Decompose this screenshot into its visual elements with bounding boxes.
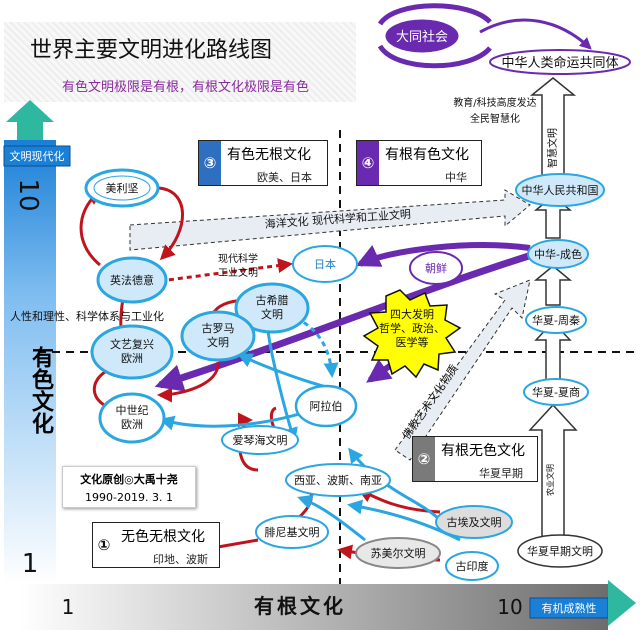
quadrant-3-number: ③ — [199, 141, 221, 185]
node-datong: 大同社会 — [396, 29, 448, 45]
page-subtitle: 有色文明极限是有根，有根文化极限是有色 — [62, 80, 310, 95]
quadrant-2-number: ② — [413, 437, 435, 481]
page-title: 世界主要文明进化路线图 — [30, 38, 273, 63]
node-india: 古印度 — [456, 559, 489, 573]
quadrant-3-examples: 欧美、日本 — [257, 171, 312, 184]
quadrant-2-box: ② 有根无色文化 华夏早期 — [412, 436, 538, 482]
node-medieval-line1: 中世纪 — [116, 404, 149, 417]
node-aegean: 爱琴海文明 — [233, 433, 288, 447]
buddhism-arrow — [394, 279, 531, 461]
four-inventions-line2: 哲学、政治、 — [379, 321, 445, 335]
node-huaxia-zhouqin: 华夏-周秦 — [532, 313, 580, 327]
node-prc: 中华人民共和国 — [522, 183, 599, 197]
zhonghua-to-japan-arrow — [355, 242, 531, 267]
y-axis-label: 有色文化 — [28, 346, 54, 434]
ocean-culture-arrow — [129, 189, 531, 251]
node-america: 美利坚 — [106, 182, 139, 195]
y-max-label: 10 — [13, 178, 43, 211]
datong-orbit — [377, 3, 592, 69]
node-huaxia-early: 华夏早期文明 — [527, 544, 593, 558]
node-shapes — [84, 16, 631, 581]
agri-label: 农业文明 — [545, 464, 555, 496]
x-axis-label: 有根文化 — [254, 594, 346, 618]
node-renaissance-line2: 欧洲 — [121, 352, 143, 365]
quadrant-4-number: ④ — [357, 141, 379, 185]
y-axis — [3, 100, 71, 584]
node-japan: 日本 — [314, 257, 336, 271]
node-england-france-germany: 英法德意 — [110, 273, 154, 287]
industry-to-japan-arrow — [159, 258, 293, 283]
node-sumer: 苏美尔文明 — [371, 546, 426, 560]
quadrant-4-box: ④ 有根有色文化 中华 — [356, 140, 482, 186]
quadrant-3-title: 有色无根文化 — [227, 147, 311, 163]
x-axis — [20, 580, 636, 630]
node-renaissance-line1: 文艺复兴 — [110, 337, 154, 351]
node-greece-line1: 古希腊 — [256, 293, 289, 307]
quadrant-1-title: 无色无根文化 — [121, 529, 205, 545]
node-phoenicia: 腓尼基文明 — [265, 525, 320, 539]
copyright-stamp: 文化原创◎大禹十尧 1990-2019. 3. 1 — [62, 466, 196, 508]
quadrant-1-number: ① — [93, 523, 115, 567]
node-korea: 朝鲜 — [425, 261, 447, 275]
node-rome-line1: 古罗马 — [202, 322, 235, 335]
node-zhonghua-chengse: 中华-成色 — [534, 247, 582, 261]
x-max-label: 10 — [497, 595, 522, 619]
y-axis-arrow-label: 文明现代化 — [10, 149, 65, 163]
y-min-label: 1 — [22, 549, 39, 579]
modern-science-line2: 工业文明 — [218, 266, 258, 279]
wisdom-label: 全民智慧化 — [470, 112, 520, 125]
title-panel — [4, 22, 356, 102]
greece-to-arab-dashed-arrow — [295, 316, 339, 378]
quadrant-1-examples: 印地、波斯 — [153, 553, 208, 566]
node-community: 中华人类命运共同体 — [501, 55, 618, 71]
quadrant-2-title: 有根无色文化 — [441, 443, 525, 459]
quadrant-4-title: 有根有色文化 — [385, 147, 469, 163]
quadrant-2-examples: 华夏早期 — [479, 467, 523, 480]
quadrant-3-box: ③ 有色无根文化 欧美、日本 — [198, 140, 328, 186]
node-arab: 阿拉伯 — [310, 399, 343, 413]
node-greece-line2: 文明 — [261, 307, 283, 321]
x-min-label: 1 — [62, 595, 75, 619]
node-egypt: 古埃及文明 — [447, 515, 502, 529]
node-medieval-line2: 欧洲 — [121, 418, 143, 431]
node-rome-line2: 文明 — [207, 335, 229, 349]
quadrant-1-box: ① 无色无根文化 印地、波斯 — [92, 522, 220, 568]
four-inventions-burst — [362, 289, 462, 379]
wisdom-civ-label: 智慧文明 — [546, 128, 559, 168]
node-huaxia-xiashang: 华夏-夏商 — [532, 385, 580, 399]
modern-science-line1: 现代科学 — [218, 252, 258, 265]
education-label: 教育/科技高度发达 — [453, 96, 536, 109]
zhonghua-to-europe-arrow — [154, 250, 537, 392]
four-inventions-line3: 医学等 — [396, 335, 429, 349]
node-westasia: 西亚、波斯、南亚 — [294, 474, 382, 487]
stamp-line2: 1990-2019. 3. 1 — [85, 491, 173, 504]
stamp-line1: 文化原创◎大禹十尧 — [80, 473, 178, 486]
x-axis-arrow-label: 有机成熟性 — [542, 601, 597, 615]
quadrant-4-examples: 中华 — [445, 171, 467, 184]
humanity-science-label: 人性和理性、科学体系与工业化 — [10, 309, 164, 323]
four-inventions-line1: 四大发明 — [390, 307, 434, 321]
